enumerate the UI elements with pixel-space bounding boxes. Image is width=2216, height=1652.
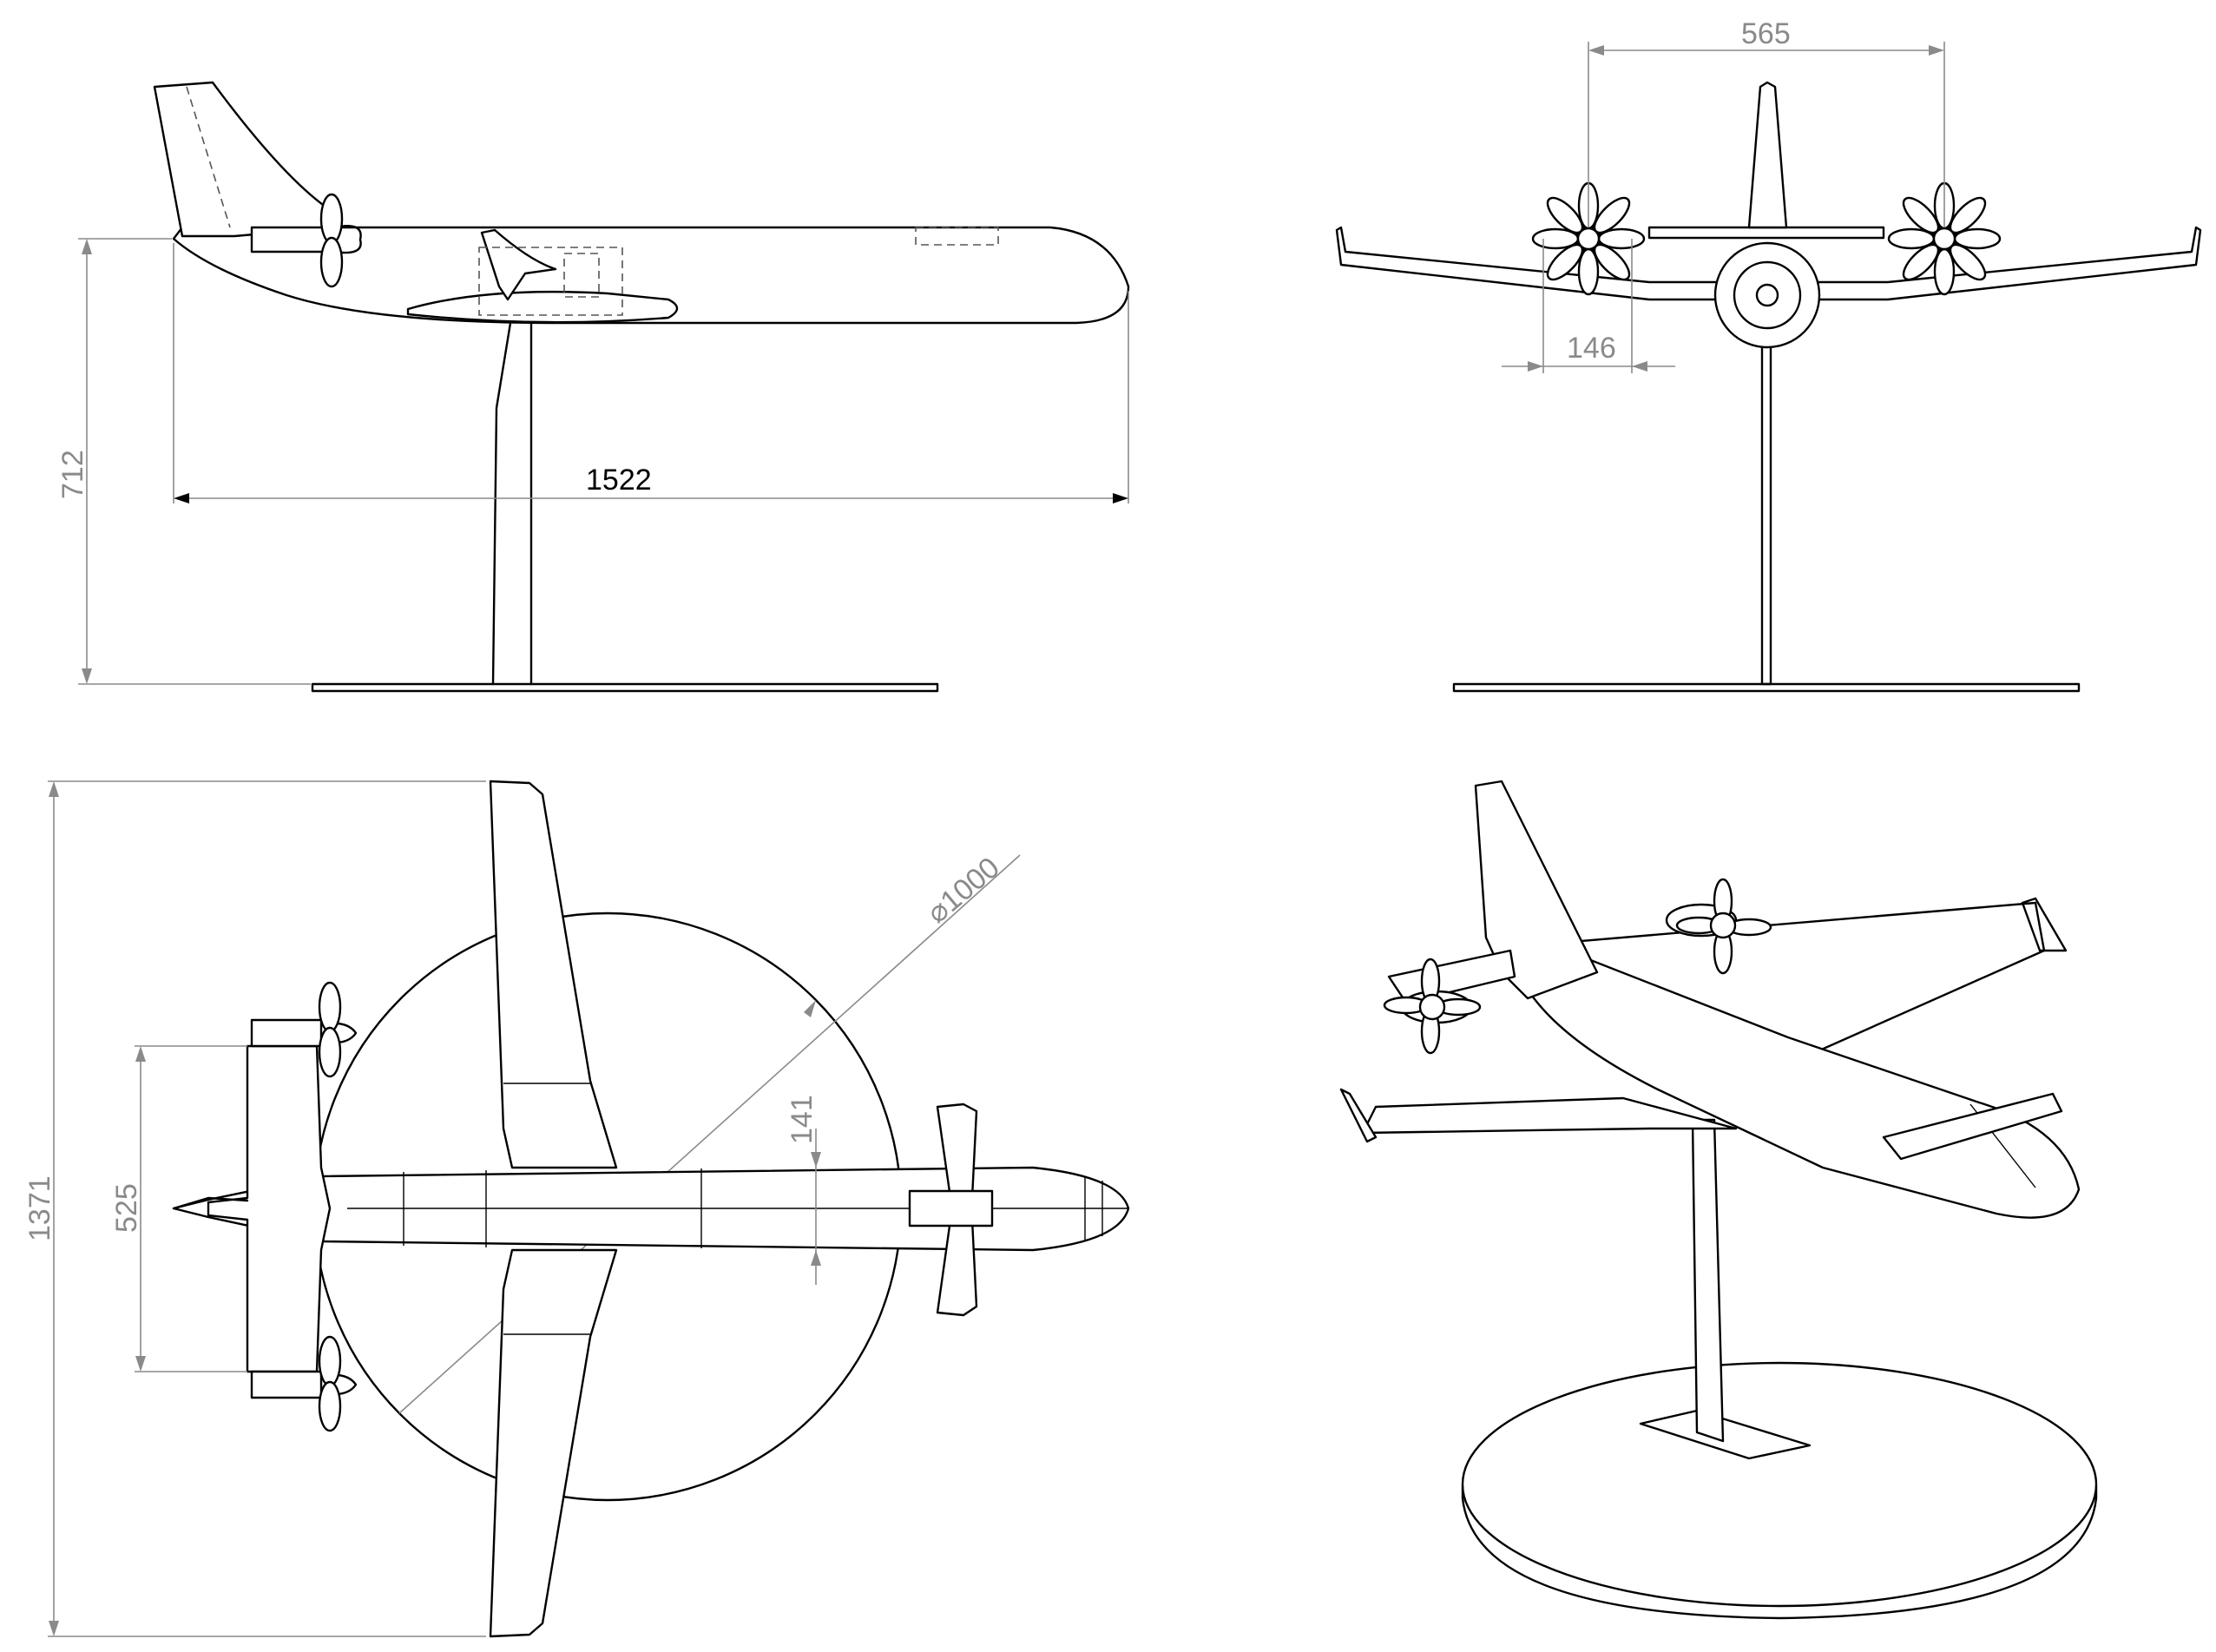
side-dim-1522-arrow-left <box>174 493 189 503</box>
front-stand-base <box>1452 682 2081 693</box>
side-dim-712-arrow-top <box>82 239 92 254</box>
front-dim-146-label: 146 <box>1567 332 1616 365</box>
iso-wing-near <box>1361 1096 1738 1135</box>
top-dim-1000-arrow <box>804 1000 816 1017</box>
side-cockpit-hidden <box>915 227 999 246</box>
side-prop-blade-upper <box>319 193 344 245</box>
front-fuselage <box>1713 241 1821 349</box>
top-engine-lower <box>250 1370 323 1399</box>
top-dim-525-arrow-bottom <box>135 1356 146 1372</box>
top-wing-upper <box>489 780 618 1169</box>
front-view: 565 146 <box>1335 17 2202 693</box>
front-dim-565-arrow-right <box>1929 45 1944 56</box>
side-internal-box <box>478 247 623 316</box>
top-prop-lower-blade-a <box>318 1335 342 1387</box>
front-dim-146-arrow-right <box>1632 361 1647 372</box>
top-wing-lower <box>489 1248 618 1638</box>
top-tail-cone <box>172 1196 249 1210</box>
front-dim-565-label: 565 <box>1741 17 1791 50</box>
side-stand-base <box>311 682 939 693</box>
top-dim-1371-arrow-top <box>49 781 59 797</box>
front-spinner <box>1755 283 1779 307</box>
iso-horizontal-tail <box>1387 949 1516 1004</box>
top-horizontal-tail <box>207 1044 332 1373</box>
iso-stand-post <box>1691 1118 1725 1443</box>
side-wing-tip <box>480 228 557 301</box>
side-dim-1522-label: 1522 <box>586 464 652 497</box>
front-horizontal-tail <box>1647 226 1885 240</box>
front-propeller-right <box>1887 181 2002 296</box>
front-dim-146-arrow-left <box>1528 361 1543 372</box>
iso-canard <box>1882 1092 2063 1161</box>
top-dim-141-arrow-bottom <box>811 1250 821 1266</box>
top-prop-lower-blade-b <box>318 1380 342 1432</box>
iso-propeller-right <box>1665 878 1772 975</box>
top-prop-upper-blade-b <box>318 1026 342 1078</box>
iso-stand-socket <box>1639 1409 1812 1460</box>
iso-stand-base-edge <box>1461 1484 2098 1620</box>
iso-wing-far-tip <box>2021 897 2068 952</box>
iso-fuselage <box>1526 944 2081 1219</box>
top-dim-1371-arrow-bottom <box>49 1621 59 1636</box>
top-dim-141-label: 141 <box>786 1095 819 1144</box>
top-dim-141-arrow-top <box>811 1152 821 1168</box>
side-tail-hidden-line <box>186 86 231 228</box>
top-dim-1371-label: 1371 <box>23 1175 56 1241</box>
isometric-view <box>1339 780 2098 1620</box>
iso-stand-base <box>1461 1361 2098 1608</box>
top-dim-525-label: 525 <box>110 1183 143 1233</box>
side-dim-1522-arrow-right <box>1113 493 1128 503</box>
side-vertical-tail <box>153 81 336 238</box>
top-dim-1000-leader <box>398 854 1021 1414</box>
side-spinner <box>332 225 362 254</box>
top-canard-hub <box>908 1189 994 1227</box>
side-dim-712-arrow-bottom <box>82 668 92 684</box>
side-prop-blade-lower <box>319 236 344 288</box>
front-fuselage-inner <box>1733 260 1802 330</box>
front-vertical-tail <box>1747 81 1788 229</box>
front-stand-post <box>1760 306 1772 686</box>
front-dim-565-arrow-left <box>1588 45 1604 56</box>
top-engine-upper <box>250 1018 323 1048</box>
top-dim-1000-label: ⌀1000 <box>921 851 1006 930</box>
iso-wing-near-tip <box>1339 1088 1378 1143</box>
top-prop-upper-blade-a <box>318 981 342 1033</box>
side-stand-post <box>491 285 533 686</box>
side-internal-box-2 <box>563 253 600 298</box>
iso-propeller-left <box>1383 958 1482 1055</box>
side-view: 712 1522 <box>56 81 1130 693</box>
side-engine-nacelle <box>250 226 336 253</box>
top-view: ⌀1000 1371 <box>23 780 1130 1638</box>
iso-vertical-tail <box>1474 780 1599 1000</box>
top-dim-525-arrow-top <box>135 1046 146 1062</box>
side-dim-712-label: 712 <box>56 450 89 499</box>
